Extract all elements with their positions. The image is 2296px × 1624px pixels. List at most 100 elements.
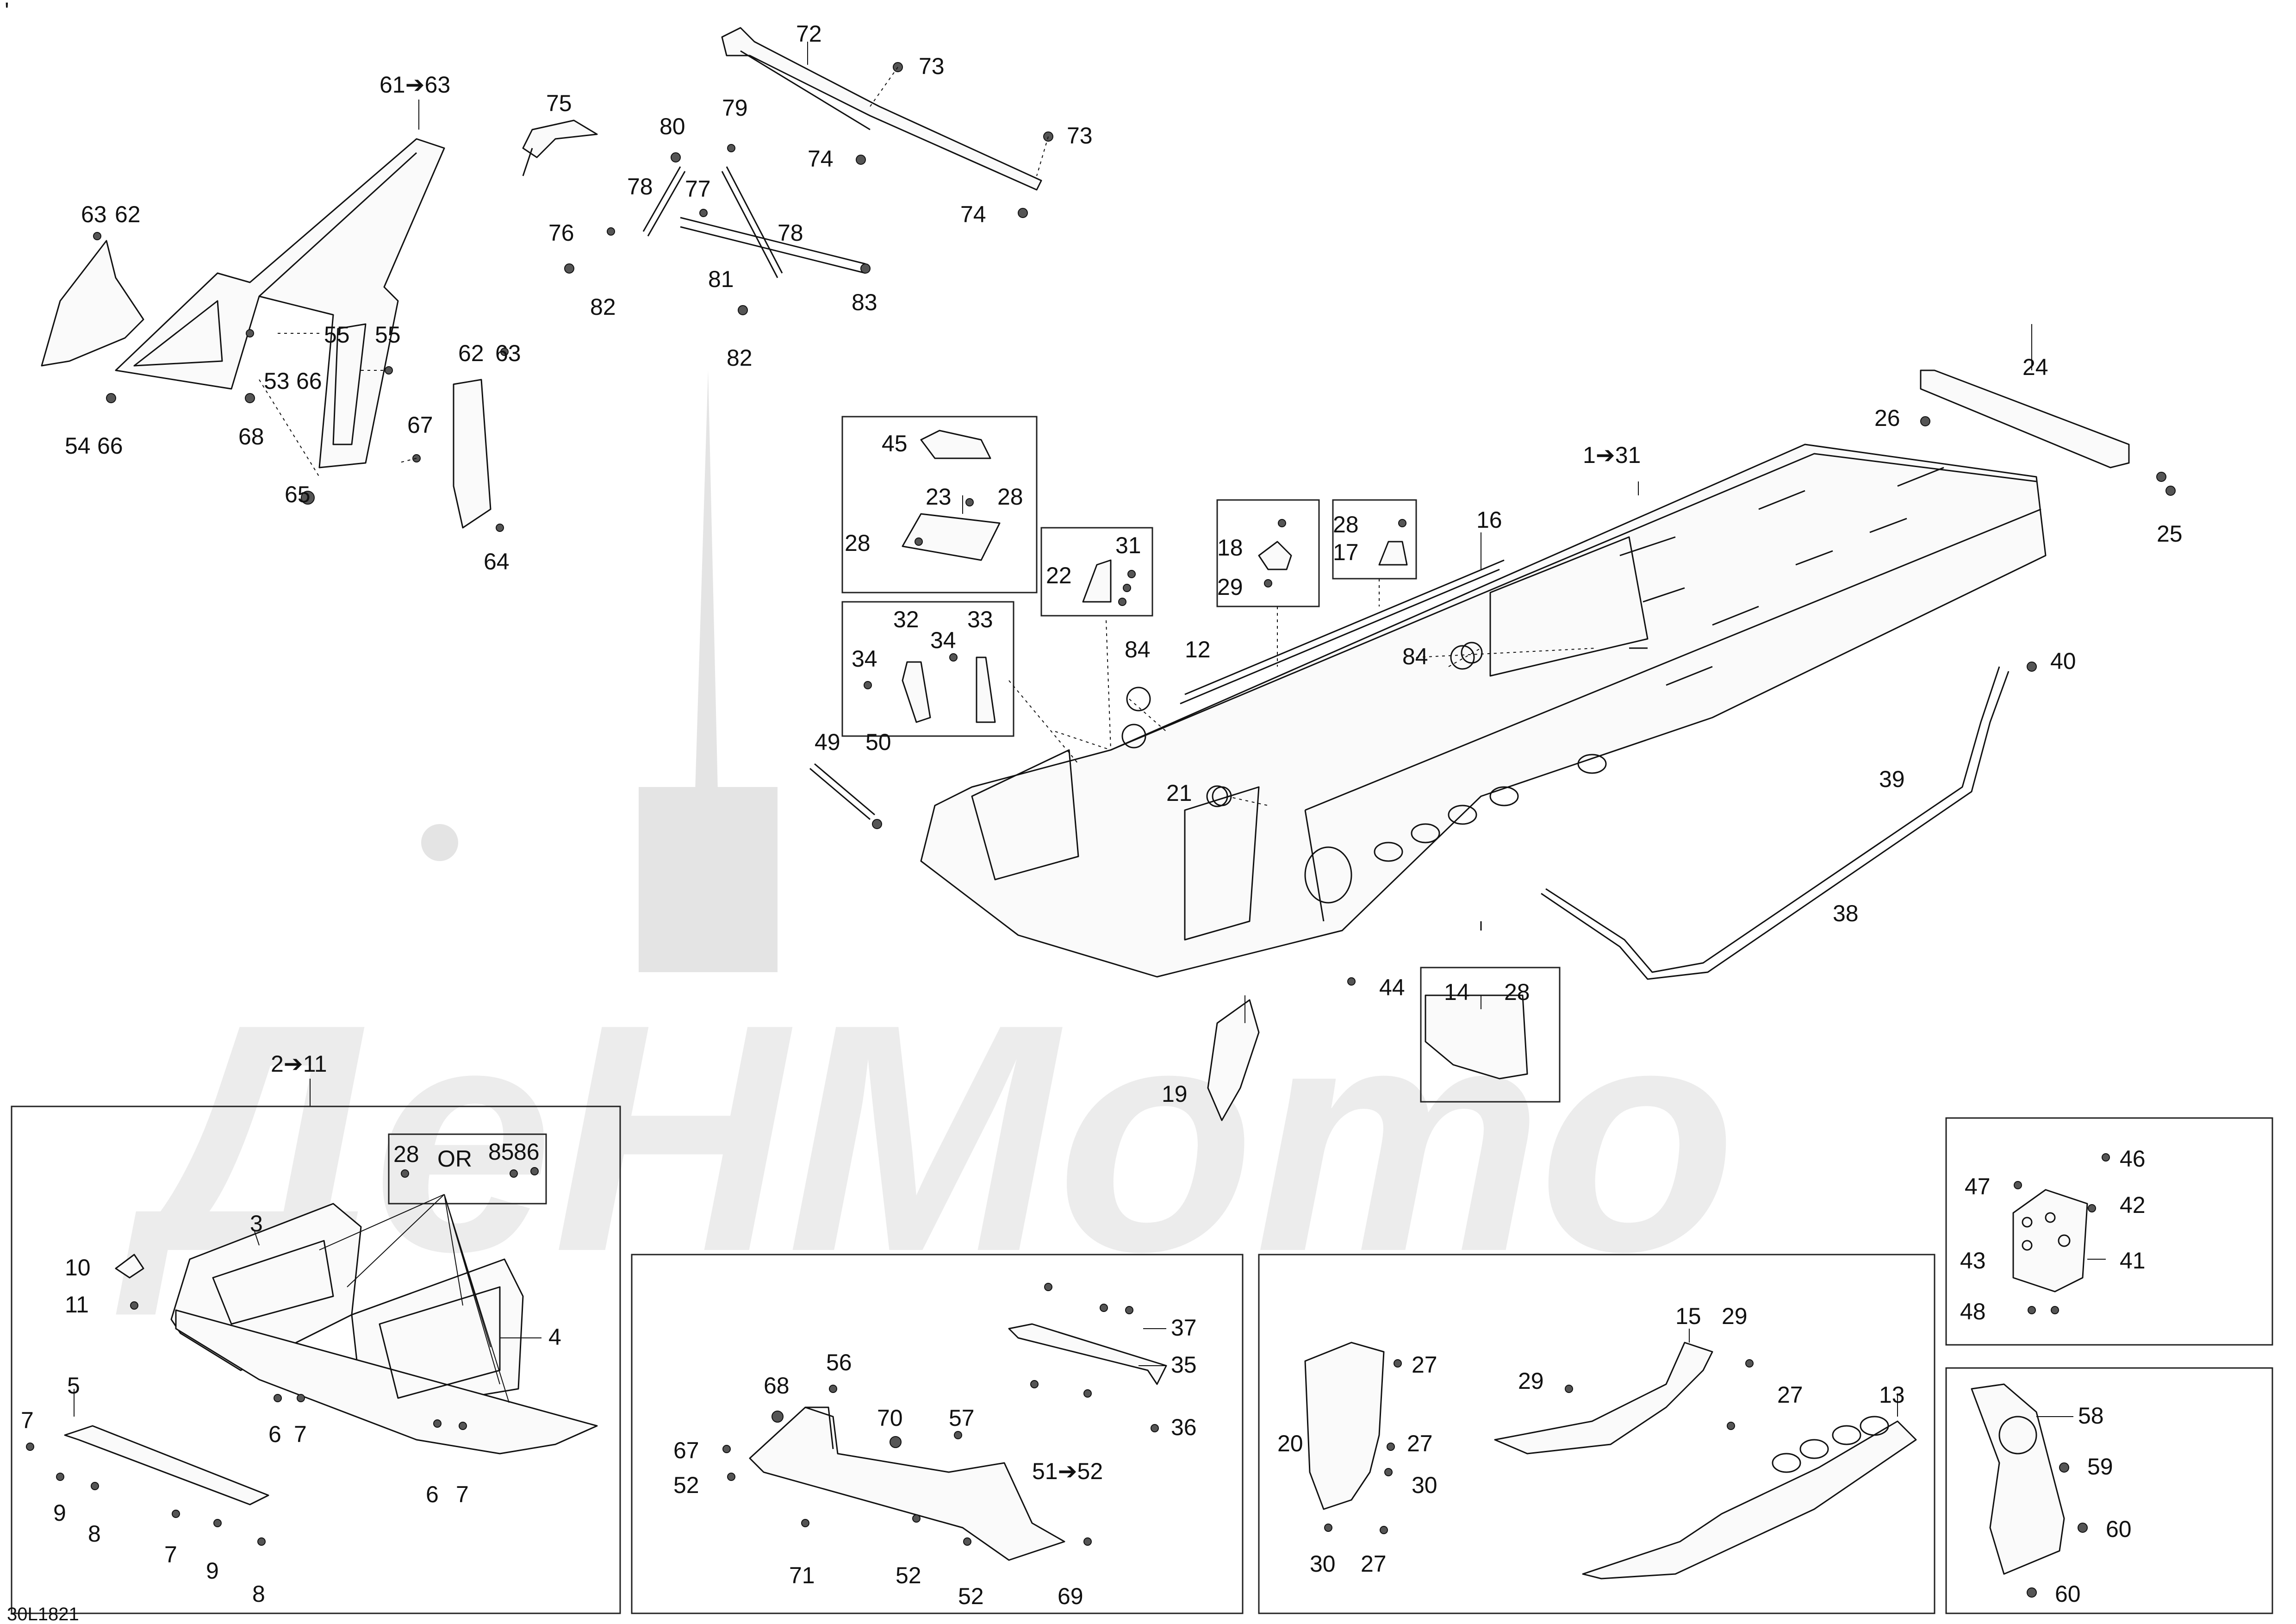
detail-box-45-23 — [841, 416, 1038, 593]
callout-55: 55 — [375, 322, 401, 348]
callout-63: 63 — [495, 340, 521, 366]
callout-21: 21 — [1166, 780, 1192, 806]
callout-40: 40 — [2050, 648, 2076, 674]
callout-25: 25 — [2157, 521, 2183, 547]
callout-35: 35 — [1171, 1352, 1197, 1378]
callout-26: 26 — [1874, 405, 1900, 431]
callout-12: 12 — [1185, 637, 1211, 662]
diagram-code: 30L1821 — [7, 1604, 79, 1624]
callout-74: 74 — [960, 201, 986, 227]
callout-10: 10 — [65, 1255, 91, 1280]
callout-2-11: 2➔11 — [271, 1051, 327, 1077]
callout-6: 6 — [426, 1481, 439, 1507]
callout-52: 52 — [896, 1562, 921, 1588]
callout-8: 8 — [252, 1581, 265, 1607]
panel-58-60 — [1945, 1367, 2273, 1614]
callout-5: 5 — [67, 1373, 80, 1399]
callout-75: 75 — [546, 90, 572, 116]
callout-32: 32 — [893, 606, 919, 632]
callout-50: 50 — [865, 729, 891, 755]
top-mark: ' — [5, 0, 9, 24]
callout-60: 60 — [2055, 1581, 2081, 1607]
callout-69: 69 — [1058, 1583, 1083, 1609]
callout-41: 41 — [2120, 1248, 2146, 1274]
callout-73: 73 — [1067, 123, 1093, 149]
callout-22: 22 — [1046, 562, 1072, 588]
callout-31: 31 — [1115, 532, 1141, 558]
callout-30: 30 — [1412, 1472, 1437, 1498]
callout-58: 58 — [2078, 1403, 2104, 1429]
callout-28: 28 — [1333, 512, 1359, 537]
callout-61-63: 61➔63 — [380, 72, 450, 98]
callout-66: 66 — [97, 433, 123, 459]
detail-box-32-34 — [841, 601, 1014, 737]
callout-29: 29 — [1217, 574, 1243, 600]
callout-55: 55 — [324, 322, 350, 348]
callout-63: 63 — [81, 201, 107, 227]
callout-68: 68 — [764, 1373, 790, 1399]
callout-52: 52 — [958, 1583, 984, 1609]
callout-57: 57 — [949, 1405, 975, 1431]
callout-13: 13 — [1879, 1382, 1905, 1408]
callout-77: 77 — [685, 176, 711, 202]
callout-30: 30 — [1310, 1551, 1336, 1577]
steering-rods-group — [522, 27, 1053, 315]
callout-28: 28 — [393, 1141, 419, 1167]
callout-11: 11 — [65, 1292, 89, 1318]
detail-box-18-29 — [1216, 499, 1320, 607]
callout-15: 15 — [1675, 1303, 1701, 1329]
callout-51-52: 51➔52 — [1032, 1458, 1103, 1484]
callout-16: 16 — [1476, 507, 1502, 533]
callout-81: 81 — [708, 266, 734, 292]
callout-29: 29 — [1722, 1303, 1748, 1329]
callout-78: 78 — [778, 220, 803, 246]
callout-66: 66 — [296, 368, 322, 394]
callout-67: 67 — [407, 412, 433, 438]
callout-7: 7 — [21, 1407, 34, 1433]
callout-1-31: 1➔31 — [1583, 442, 1641, 468]
callout-37: 37 — [1171, 1315, 1197, 1341]
callout-74: 74 — [808, 146, 834, 172]
panel-41-48 — [1945, 1117, 2273, 1346]
callout-36: 36 — [1171, 1414, 1197, 1440]
callout-17: 17 — [1333, 539, 1359, 565]
callout-60: 60 — [2106, 1516, 2132, 1542]
callout-29: 29 — [1518, 1368, 1544, 1394]
callout-6: 6 — [268, 1421, 281, 1447]
callout-18: 18 — [1217, 535, 1243, 561]
callout-8: 8 — [88, 1521, 101, 1547]
callout-9: 9 — [206, 1558, 219, 1584]
callout-47: 47 — [1965, 1174, 1991, 1199]
callout-67: 67 — [673, 1437, 699, 1463]
callout-76: 76 — [548, 220, 574, 246]
callout-28: 28 — [1504, 979, 1530, 1005]
callout-71: 71 — [789, 1562, 815, 1588]
callout-73: 73 — [919, 53, 945, 79]
callout-28: 28 — [845, 530, 871, 556]
callout-38: 38 — [1833, 900, 1859, 926]
callout-83: 83 — [852, 289, 877, 315]
callout-78: 78 — [627, 174, 653, 200]
callout-84: 84 — [1402, 643, 1428, 669]
callout-65: 65 — [285, 481, 311, 507]
callout-84: 84 — [1125, 637, 1151, 662]
callout-54: 54 — [65, 433, 91, 459]
panel-13-30 — [1258, 1254, 1935, 1614]
callout-80: 80 — [660, 113, 685, 139]
callout-52: 52 — [673, 1472, 699, 1498]
callout-49: 49 — [815, 729, 840, 755]
panel-2-11 — [11, 1079, 621, 1614]
main-frame — [809, 324, 2176, 1121]
callout-85: 85 — [488, 1139, 514, 1165]
callout-3: 3 — [250, 1211, 263, 1237]
callout-27: 27 — [1361, 1551, 1387, 1577]
callout-64: 64 — [484, 549, 510, 575]
callout-or: OR — [437, 1146, 472, 1172]
callout-4: 4 — [548, 1324, 561, 1350]
callout-62: 62 — [458, 340, 484, 366]
callout-24: 24 — [2022, 354, 2048, 380]
callout-9: 9 — [53, 1500, 66, 1526]
callout-28: 28 — [997, 484, 1023, 510]
callout-68: 68 — [238, 424, 264, 450]
